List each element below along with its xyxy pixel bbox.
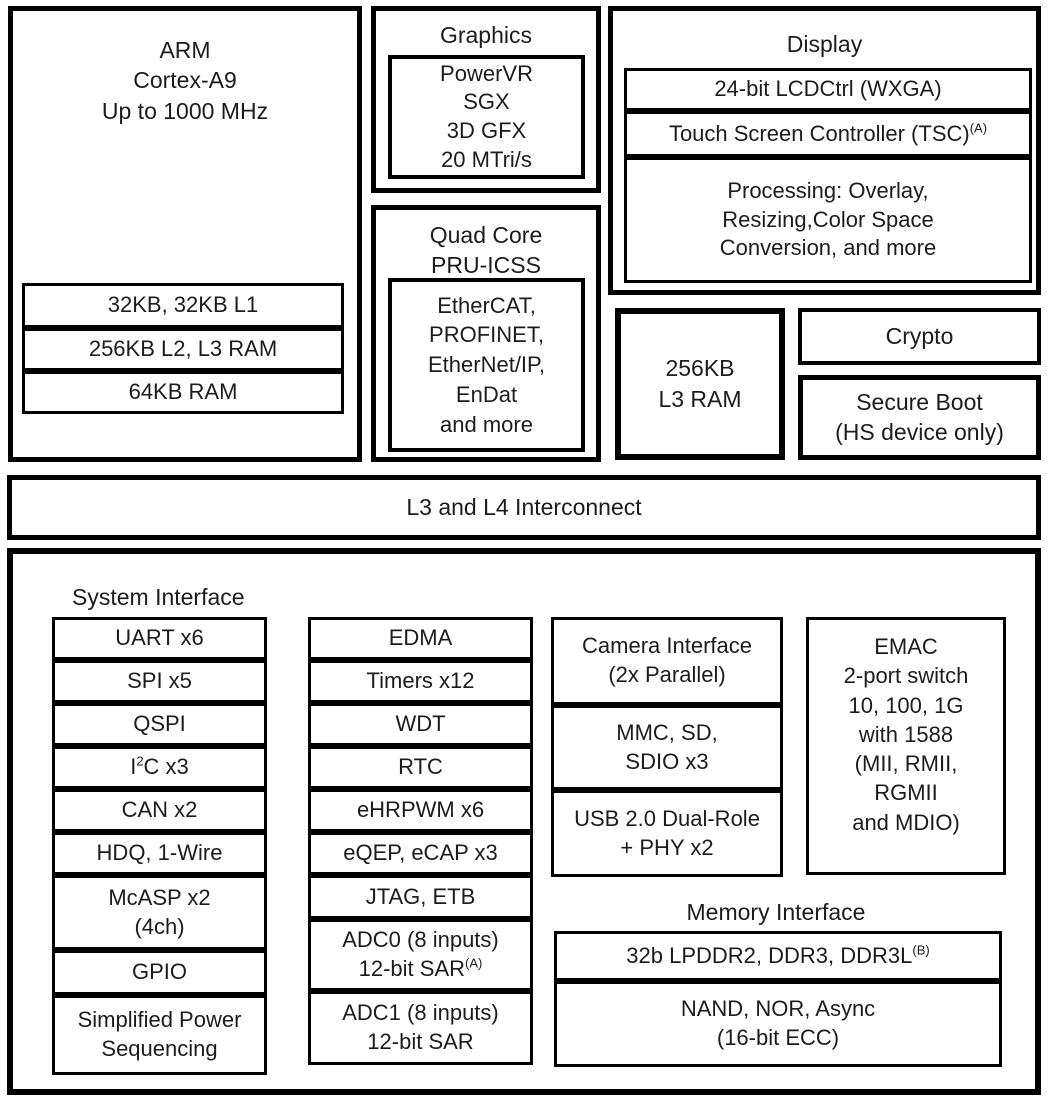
arm-memory-stack: 32KB, 32KB L1 256KB L2, L3 RAM 64KB RAM (22, 283, 344, 414)
block-ehrpwm: eHRPWM x6 (308, 789, 533, 832)
pru-icss-block: Quad Core PRU-ICSS EtherCAT, PROFINET, E… (371, 205, 601, 462)
footnote-a: (A) (465, 955, 483, 971)
block-interconnect: L3 and L4 Interconnect (7, 475, 1041, 540)
block-industrial-protocols: EtherCAT, PROFINET, EtherNet/IP, EnDat a… (388, 278, 585, 452)
block-wdt: WDT (308, 703, 533, 746)
block-usb: USB 2.0 Dual-Role + PHY x2 (551, 790, 783, 877)
block-adc1: ADC1 (8 inputs) 12-bit SAR (308, 991, 533, 1065)
block-adc0: ADC0 (8 inputs) 12-bit SAR(A) (308, 919, 533, 991)
block-lcd-controller: 24-bit LCDCtrl (WXGA) (624, 68, 1032, 111)
display-stack: 24-bit LCDCtrl (WXGA) Touch Screen Contr… (624, 68, 1032, 283)
block-mcasp: McASP x2 (4ch) (52, 875, 267, 950)
block-camera-interface: Camera Interface (2x Parallel) (551, 617, 783, 705)
arm-block: ARM Cortex-A9 Up to 1000 MHz 32KB, 32KB … (8, 6, 362, 462)
block-eqep-ecap: eQEP, eCAP x3 (308, 832, 533, 875)
block-jtag-etb: JTAG, ETB (308, 875, 533, 919)
block-qspi: QSPI (52, 703, 267, 746)
system-interface-block: System Interface UART x6 SPI x5 QSPI I2C… (7, 548, 1041, 1095)
system-col3: Camera Interface (2x Parallel) MMC, SD, … (551, 617, 783, 877)
system-col2: EDMA Timers x12 WDT RTC eHRPWM x6 eQEP, … (308, 617, 533, 1065)
display-block: Display 24-bit LCDCtrl (WXGA) Touch Scre… (608, 6, 1041, 295)
display-title: Display (786, 31, 863, 57)
block-rtc: RTC (308, 746, 533, 789)
block-display-processing: Processing: Overlay, Resizing,Color Spac… (624, 157, 1032, 283)
block-256kb-l3-ram: 256KB L3 RAM (615, 308, 785, 460)
block-l1-cache: 32KB, 32KB L1 (22, 283, 344, 328)
block-timers: Timers x12 (308, 660, 533, 703)
block-spi: SPI x5 (52, 660, 267, 703)
footnote-a: (A) (969, 120, 988, 136)
block-power-sequencing: Simplified Power Sequencing (52, 995, 267, 1075)
pru-icss-title: Quad Core PRU-ICSS (429, 222, 543, 279)
block-touch-screen-controller: Touch Screen Controller (TSC)(A) (624, 111, 1032, 157)
system-col1: UART x6 SPI x5 QSPI I2C x3 CAN x2 HDQ, 1… (52, 617, 267, 1075)
block-gpio: GPIO (52, 950, 267, 995)
block-powervr-sgx: PowerVR SGX 3D GFX 20 MTri/s (388, 55, 585, 179)
footnote-b: (B) (912, 942, 930, 958)
memory-stack: 32b LPDDR2, DDR3, DDR3L(B) NAND, NOR, As… (554, 931, 1002, 1067)
block-hdq-1wire: HDQ, 1-Wire (52, 832, 267, 875)
memory-interface-title: Memory Interface (686, 899, 866, 925)
arm-title: ARM Cortex-A9 Up to 1000 MHz (101, 37, 269, 124)
block-crypto: Crypto (798, 308, 1041, 365)
block-can: CAN x2 (52, 789, 267, 832)
block-secure-boot: Secure Boot (HS device only) (798, 375, 1041, 460)
block-i2c: I2C x3 (52, 746, 267, 789)
block-64kb-ram: 64KB RAM (22, 371, 344, 414)
graphics-block: Graphics PowerVR SGX 3D GFX 20 MTri/s (371, 6, 601, 193)
block-mmc-sd-sdio: MMC, SD, SDIO x3 (551, 705, 783, 790)
block-nand-nor: NAND, NOR, Async (16-bit ECC) (554, 981, 1002, 1067)
system-interface-title: System Interface (72, 584, 245, 610)
block-edma: EDMA (308, 617, 533, 660)
block-uart: UART x6 (52, 617, 267, 660)
block-emac: EMAC 2-port switch 10, 100, 1G with 1588… (806, 617, 1006, 875)
block-lpddr2-ddr3: 32b LPDDR2, DDR3, DDR3L(B) (554, 931, 1002, 981)
block-l2-l3-ram: 256KB L2, L3 RAM (22, 328, 344, 371)
graphics-title: Graphics (439, 22, 533, 48)
